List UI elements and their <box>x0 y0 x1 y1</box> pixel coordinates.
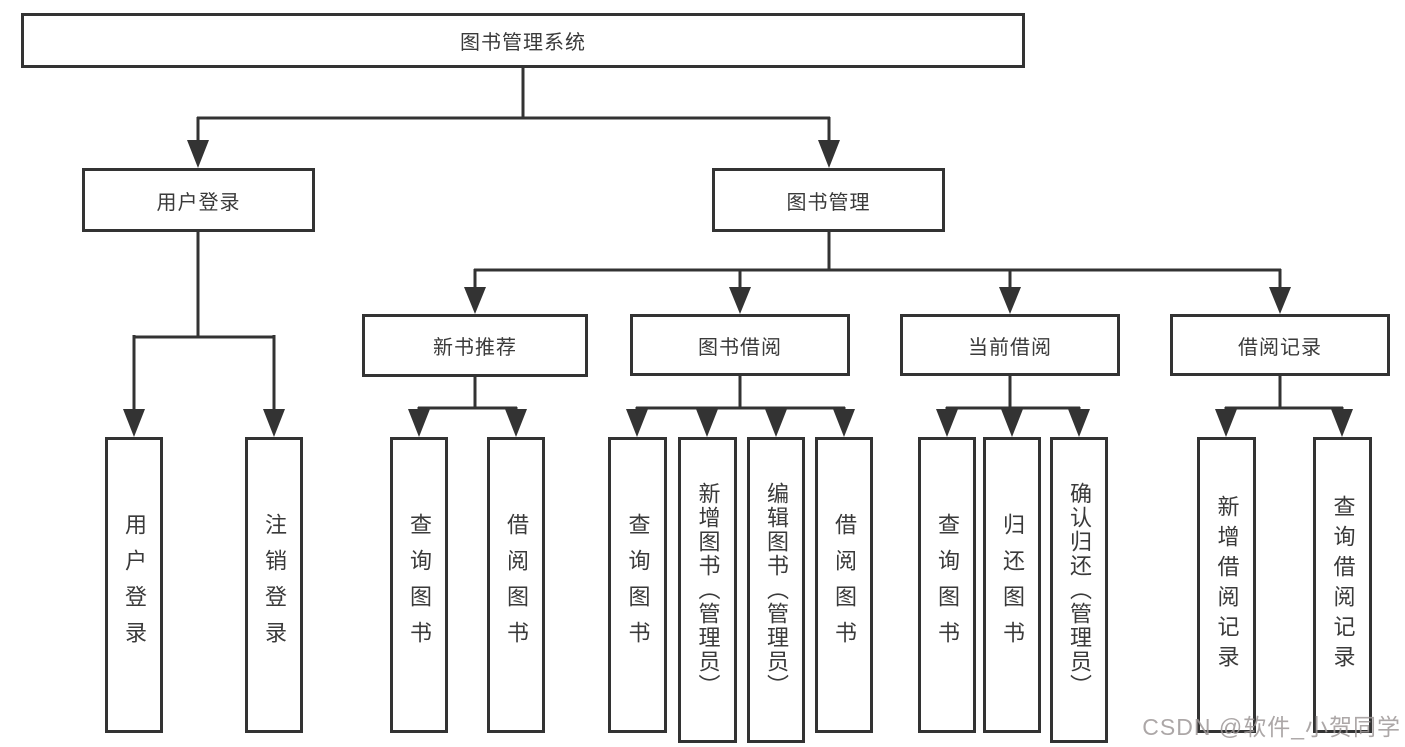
leaf-logout: 注销登录 <box>245 437 303 733</box>
leaf-query-books-recommend: 查询图书 <box>390 437 448 733</box>
leaf-label: 注销登录 <box>262 513 287 657</box>
node-book-borrowing: 图书借阅 <box>630 314 850 376</box>
leaf-user-login: 用户登录 <box>105 437 163 733</box>
leaf-add-borrow-record: 新增借阅记录 <box>1197 437 1256 733</box>
leaf-add-book-admin: 新增图书（管理员） <box>678 437 737 743</box>
leaf-label: 查询图书 <box>625 513 651 657</box>
node-label: 图书管理系统 <box>460 32 586 54</box>
leaf-confirm-return-admin: 确认归还（管理员） <box>1050 437 1108 743</box>
node-new-book-recommendation: 新书推荐 <box>362 314 588 377</box>
node-label: 当前借阅 <box>968 336 1052 359</box>
leaf-edit-book-admin: 编辑图书（管理员） <box>747 437 805 743</box>
node-user-login: 用户登录 <box>82 168 315 232</box>
leaf-return-book: 归还图书 <box>983 437 1041 733</box>
leaf-borrow-books-recommend: 借阅图书 <box>487 437 545 733</box>
node-label: 借阅记录 <box>1238 336 1322 359</box>
node-book-management: 图书管理 <box>712 168 945 232</box>
csdn-watermark: CSDN @软件_小贺同学 <box>1142 714 1401 740</box>
node-label: 图书管理 <box>786 191 871 214</box>
leaf-query-borrow-record: 查询借阅记录 <box>1313 437 1372 733</box>
leaf-label: 归还图书 <box>1000 513 1025 657</box>
leaf-label: 用户登录 <box>122 513 147 657</box>
leaf-label: 查询借阅记录 <box>1330 495 1356 675</box>
node-label: 用户登录 <box>156 191 241 214</box>
leaf-borrow-books: 借阅图书 <box>815 437 873 733</box>
leaf-label: 借阅图书 <box>504 513 529 657</box>
leaf-label: 查询图书 <box>407 513 432 657</box>
node-current-borrowing: 当前借阅 <box>900 314 1120 376</box>
leaf-query-books-borrow: 查询图书 <box>608 437 667 733</box>
leaf-label: 编辑图书（管理员） <box>764 482 789 698</box>
leaf-query-books-current: 查询图书 <box>918 437 976 733</box>
leaf-label: 新增借阅记录 <box>1214 495 1240 675</box>
leaf-label: 查询图书 <box>935 513 960 657</box>
leaf-label: 确认归还（管理员） <box>1067 482 1092 698</box>
node-borrowing-records: 借阅记录 <box>1170 314 1390 376</box>
leaf-label: 借阅图书 <box>832 513 857 657</box>
node-library-management-system: 图书管理系统 <box>21 13 1025 68</box>
node-label: 新书推荐 <box>433 337 517 359</box>
node-label: 图书借阅 <box>698 336 782 359</box>
leaf-label: 新增图书（管理员） <box>695 482 721 698</box>
